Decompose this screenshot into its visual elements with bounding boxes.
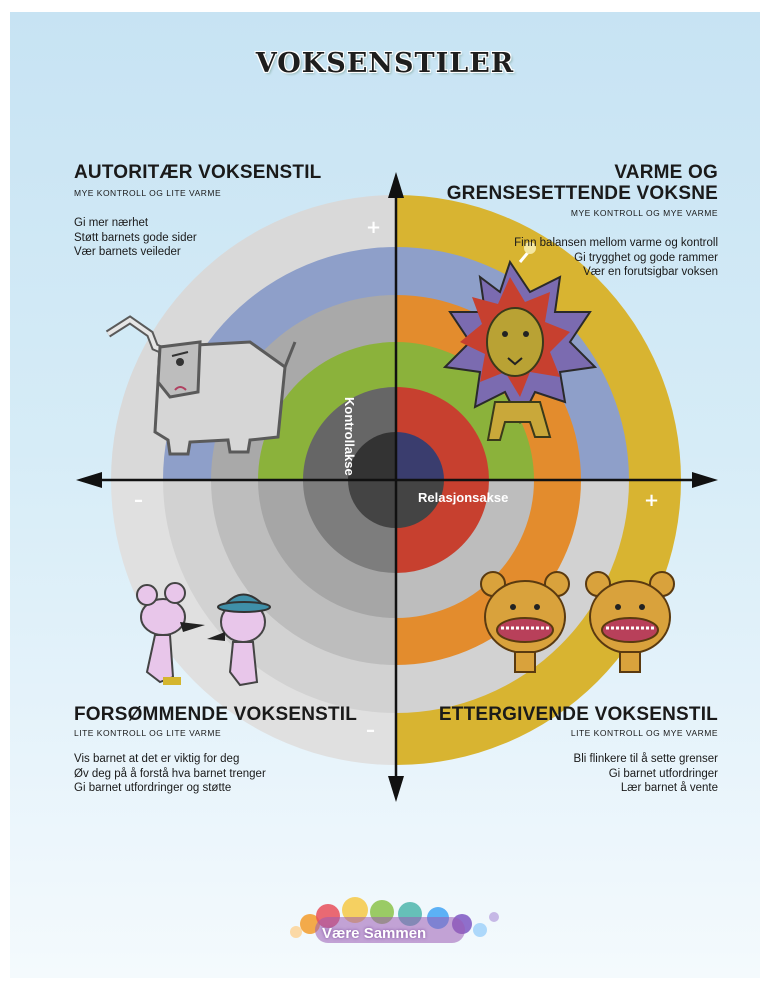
minus-sign-left: – bbox=[134, 490, 143, 511]
list-item: Finn balansen mellom varme og kontroll bbox=[514, 237, 718, 249]
list-item: Gi trygghet og gode rammer bbox=[574, 251, 718, 264]
plus-sign-right: + bbox=[644, 490, 660, 511]
ring-segment-top-left-6 bbox=[348, 432, 396, 480]
quadrant-title-neglectful: FORSØMMENDE VOKSENSTIL bbox=[74, 704, 358, 725]
minus-sign-bottom: – bbox=[366, 720, 375, 741]
quadrant-subtitle-authoritarian: MYE KONTROLL OG LITE VARME bbox=[74, 188, 222, 198]
poster: VOKSENSTILER AUTORITÆR VOKSENSTIL MYE KO… bbox=[10, 12, 760, 978]
advice-list-authoritarian: Gi mer nærhet Støtt barnets gode sider V… bbox=[74, 216, 197, 260]
mice-illustration bbox=[136, 582, 271, 687]
ring-diagram bbox=[76, 172, 718, 943]
page-title: VOKSENSTILER bbox=[255, 48, 515, 79]
bears-illustration bbox=[480, 571, 675, 673]
axis-arrow-right bbox=[692, 472, 718, 488]
list-item: Støtt barnets gode sider bbox=[74, 231, 197, 244]
advice-list-warm-boundary: Finn balansen mellom varme og kontroll G… bbox=[514, 236, 718, 280]
axis-arrow-down bbox=[388, 776, 404, 802]
plus-sign-top: + bbox=[366, 217, 382, 238]
list-item: Øv deg på å forstå hva barnet trenger bbox=[74, 767, 266, 780]
horizontal-axis-label: Relasjonsakse bbox=[418, 490, 509, 505]
elephant-illustration bbox=[105, 315, 297, 456]
list-item: Lær barnet å vente bbox=[620, 782, 718, 794]
axis-arrow-left bbox=[76, 472, 102, 488]
advice-list-permissive: Bli flinkere til å sette grenser Gi barn… bbox=[574, 752, 718, 796]
advice-list-neglectful: Vis barnet at det er viktig for deg Øv d… bbox=[74, 752, 266, 796]
quadrant-subtitle-warm-boundary: MYE KONTROLL OG MYE VARME bbox=[570, 208, 718, 218]
list-item: Vær en forutsigbar voksen bbox=[583, 266, 718, 278]
quadrant-title-warm-boundary: VARME OG GRENSESETTENDE VOKSNE bbox=[446, 162, 718, 204]
quadrant-subtitle-permissive: LITE KONTROLL OG MYE VARME bbox=[570, 728, 718, 738]
quadrant-title-authoritarian: AUTORITÆR VOKSENSTIL bbox=[74, 162, 322, 183]
axes bbox=[76, 172, 718, 802]
ring-segment-top-right-6 bbox=[396, 432, 444, 480]
rings-top-right bbox=[396, 195, 681, 480]
ring-segment-bottom-left-6 bbox=[348, 480, 396, 528]
list-item: Vis barnet at det er viktig for deg bbox=[74, 753, 240, 765]
ring-segment-bottom-right-6 bbox=[396, 480, 444, 528]
quadrant-subtitle-neglectful: LITE KONTROLL OG LITE VARME bbox=[74, 728, 222, 738]
list-item: Gi barnet utfordringer bbox=[608, 767, 718, 780]
logo-bubbles bbox=[290, 897, 499, 943]
axis-arrow-up bbox=[388, 172, 404, 198]
list-item: Gi barnet utfordringer og støtte bbox=[74, 782, 232, 794]
logo-text: Være Sammen bbox=[322, 925, 427, 942]
list-item: Bli flinkere til å sette grenser bbox=[573, 753, 718, 765]
list-item: Vær barnets veileder bbox=[74, 246, 181, 258]
vertical-axis-label: Kontrollakse bbox=[342, 397, 357, 476]
list-item: Gi mer nærhet bbox=[74, 217, 149, 229]
lion-illustration bbox=[442, 242, 598, 441]
quadrant-title-permissive: ETTERGIVENDE VOKSENSTIL bbox=[438, 704, 718, 725]
